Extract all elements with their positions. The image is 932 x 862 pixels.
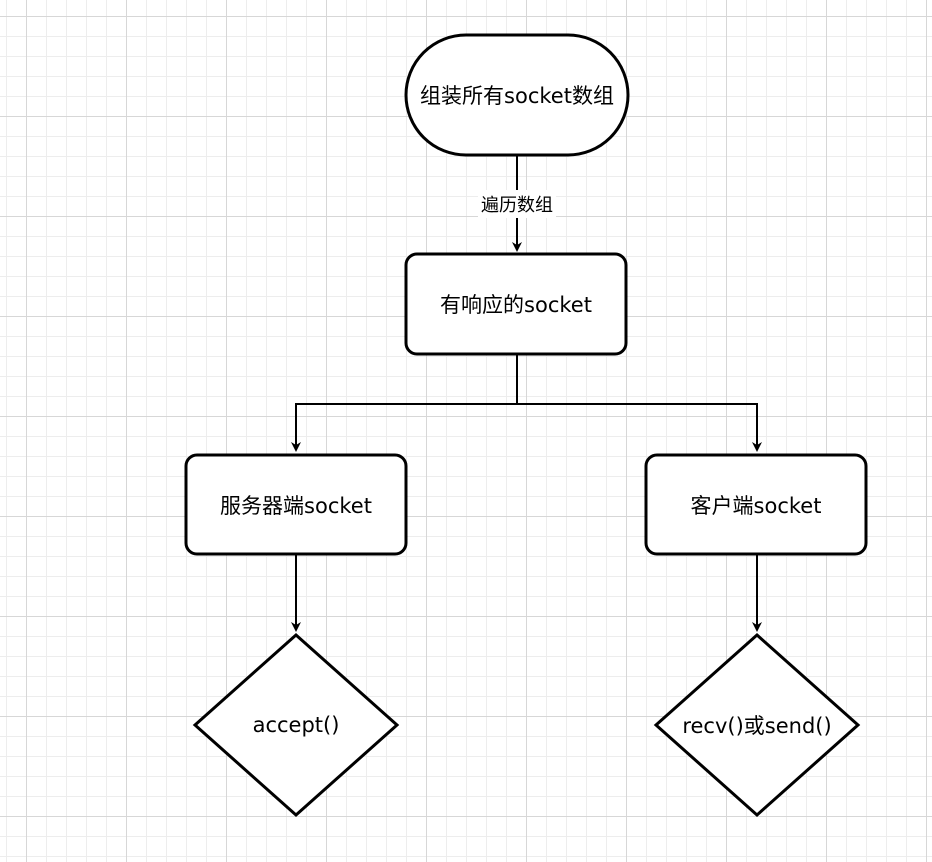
edge-responsive-to-server[interactable] [291,354,518,452]
node-accept-diamond[interactable] [192,632,400,818]
node-start-terminator[interactable] [404,33,630,157]
node-recv-send-diamond[interactable] [653,632,861,818]
nodes [184,33,868,818]
traverse-edge-label: 遍历数组 [478,190,556,218]
node-client-box[interactable] [644,453,868,556]
node-server-box[interactable] [184,453,408,556]
node-responsive-box[interactable] [404,252,628,356]
edge-responsive-to-client[interactable] [517,403,762,452]
edges [291,155,762,632]
